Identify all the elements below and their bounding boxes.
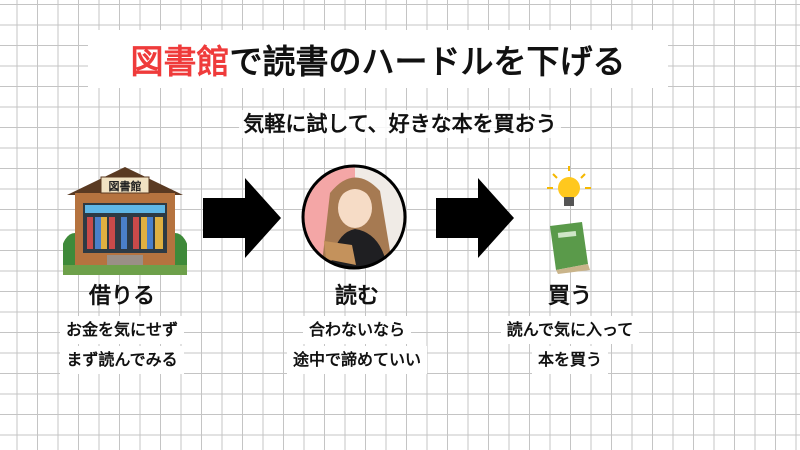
lightbulb-icon	[547, 166, 591, 206]
book-icon	[550, 222, 590, 274]
step-buy: 買う 読んで気に入って本を買う	[460, 282, 680, 376]
subtitle-text: 気軽に試して、好きな本を買おう	[239, 110, 561, 138]
page-title: 図書館で読書のハードルを下げる	[88, 30, 668, 88]
library-sign: 図書館	[109, 179, 142, 193]
step-desc-line: まず読んでみる	[60, 346, 184, 374]
step-label: 買う	[547, 284, 592, 309]
subtitle: 気軽に試して、好きな本を買おう	[0, 108, 800, 138]
step-desc-line: 読んで気に入って	[500, 316, 640, 344]
step-label: 借りる	[88, 284, 155, 309]
step-desc-line: 本を買う	[531, 346, 608, 374]
arrow-right-icon	[436, 178, 514, 258]
step-desc-line: 合わないなら	[302, 316, 411, 344]
reading-girl-avatar	[301, 164, 407, 270]
step-read: 読む 合わないなら途中で諦めていい	[247, 282, 467, 376]
title-rest: で読書のハードルを下げる	[229, 42, 626, 81]
step-desc-line: お金を気にせず	[59, 316, 184, 344]
library-building-icon: 図書館	[63, 167, 187, 275]
step-borrow: 借りる お金を気にせずまず読んでみる	[12, 282, 232, 376]
step-desc-line: 途中で諦めていい	[286, 346, 427, 374]
title-highlight: 図書館	[130, 42, 230, 81]
arrow-right-icon	[203, 178, 281, 258]
step-label: 読む	[334, 284, 379, 309]
